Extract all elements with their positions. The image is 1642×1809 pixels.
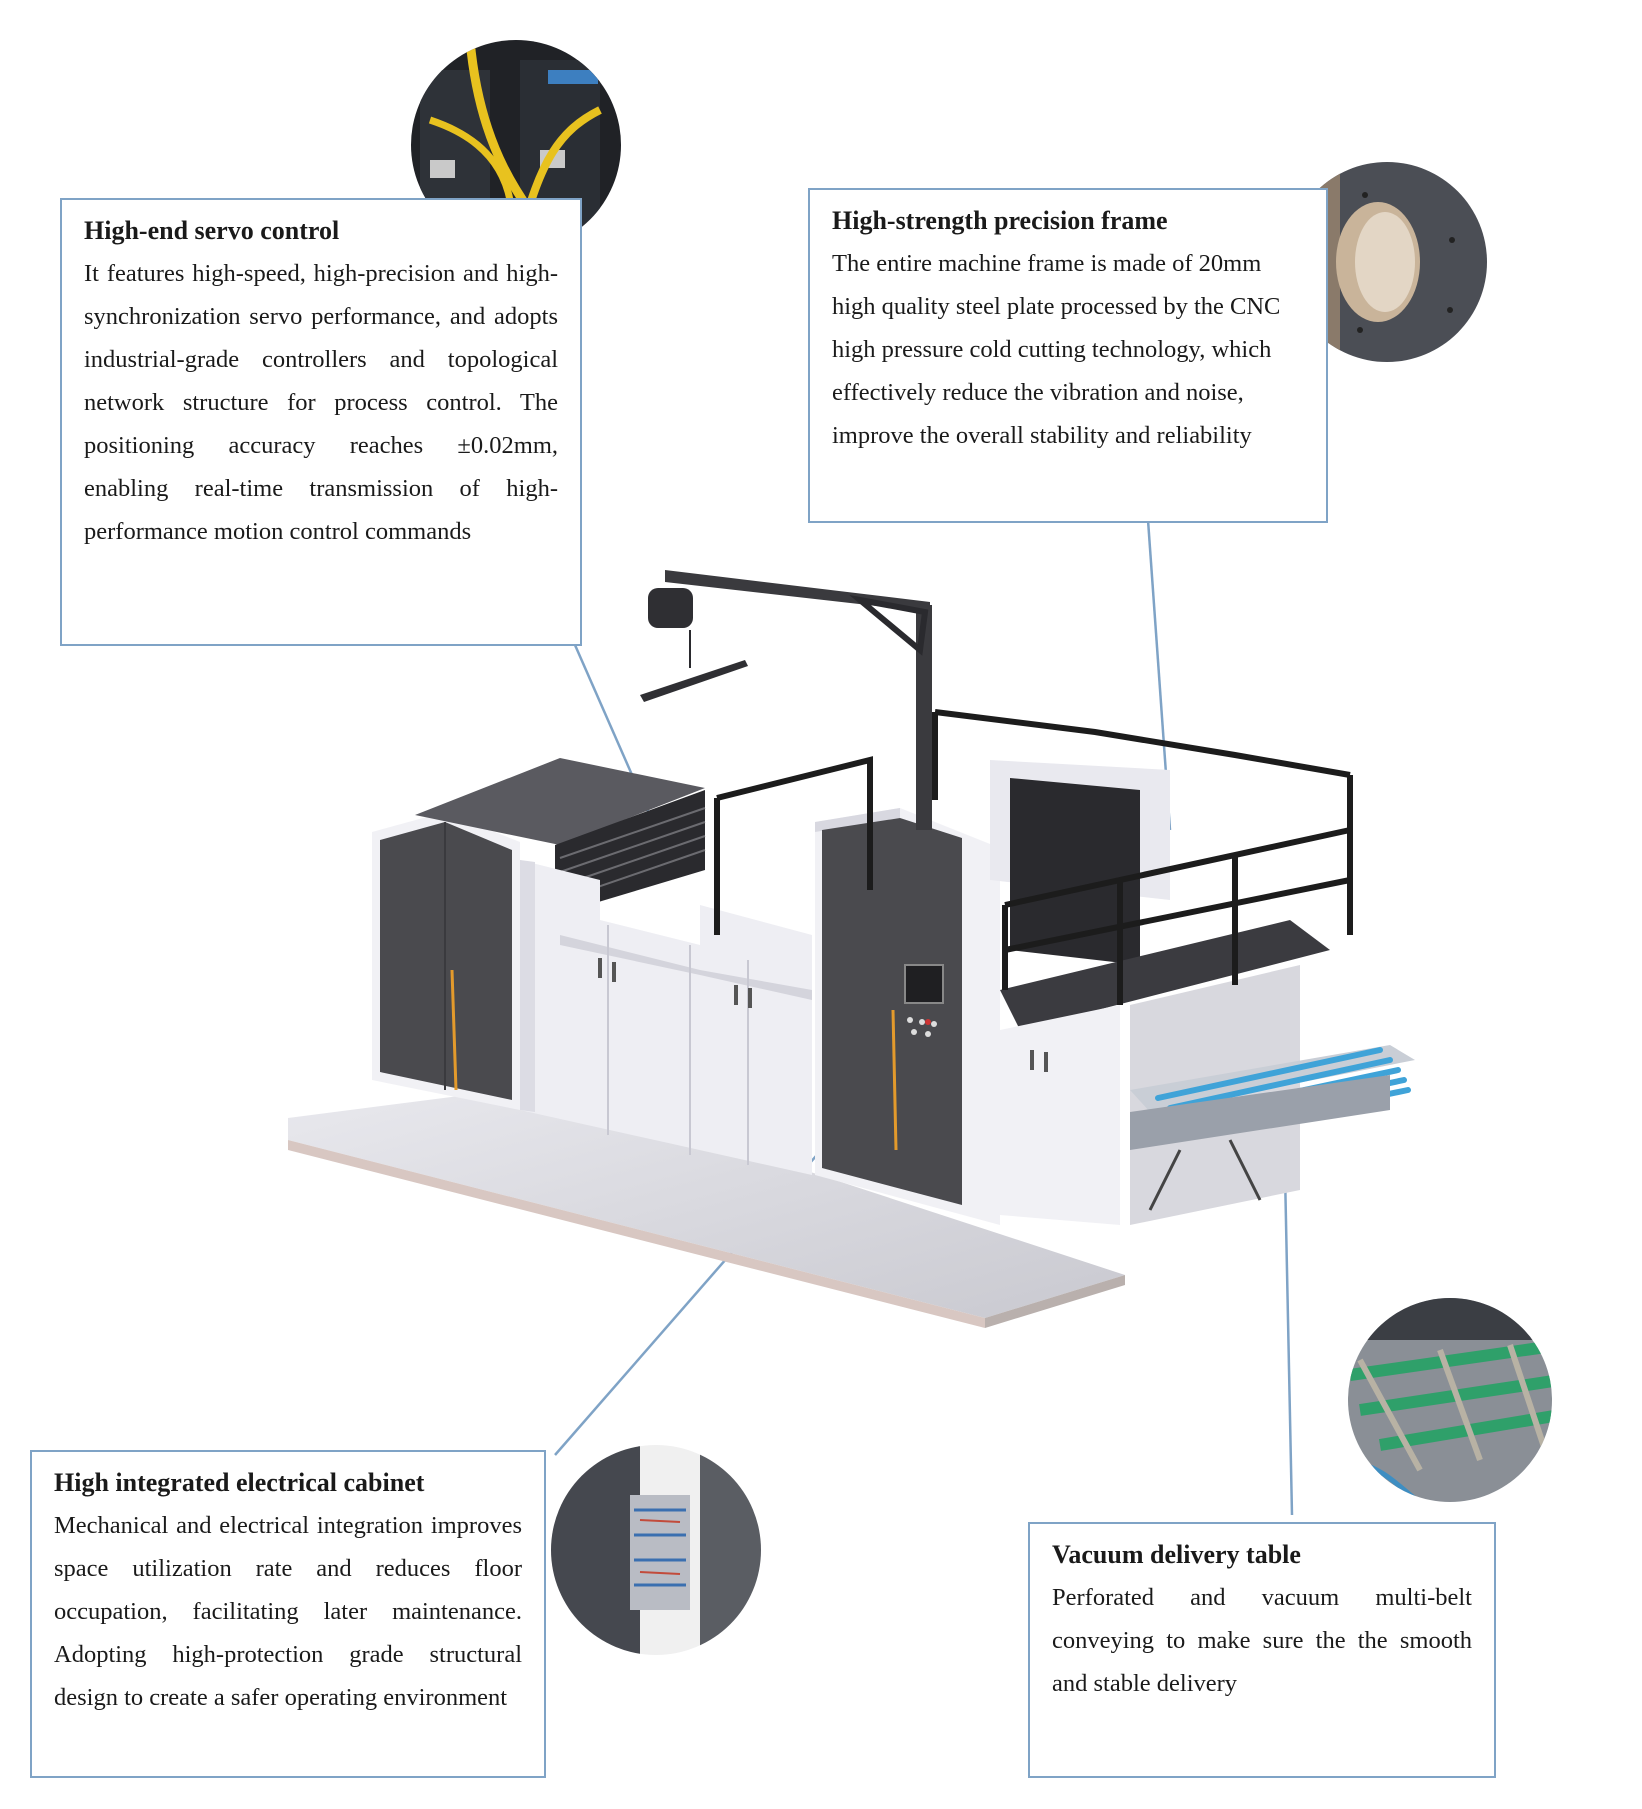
right-machine-body: [990, 760, 1330, 1225]
frame-callout: High-strength precision frame The entire…: [808, 188, 1328, 523]
safety-railing: [714, 709, 1353, 1005]
frame-title: High-strength precision frame: [832, 206, 1168, 235]
left-cabinet: [372, 812, 520, 1110]
servo-title: High-end servo control: [84, 216, 340, 245]
cabinet-body: Mechanical and electrical integration im…: [54, 1512, 522, 1711]
center-cabinet: [815, 808, 1000, 1225]
delivery-callout: Vacuum delivery table Perforated and vac…: [1028, 1522, 1496, 1778]
cabinet-title: High integrated electrical cabinet: [54, 1468, 425, 1497]
delivery-conveyor: [1130, 1045, 1415, 1211]
floor-platform: [288, 1085, 1125, 1328]
crane-arm: [640, 570, 932, 830]
servo-body: It features high-speed, high-precision a…: [84, 260, 558, 545]
middle-cabinets: [520, 860, 812, 1175]
delivery-title: Vacuum delivery table: [1052, 1540, 1301, 1569]
frame-body: The entire machine frame is made of 20mm…: [832, 250, 1281, 449]
cabinet-photo: [551, 1445, 761, 1655]
servo-callout: High-end servo control It features high-…: [60, 198, 582, 646]
delivery-body: Perforated and vacuum multi-belt conveyi…: [1052, 1584, 1472, 1697]
cabinet-callout: High integrated electrical cabinet Mecha…: [30, 1450, 546, 1778]
belt-photo: [1348, 1298, 1552, 1502]
